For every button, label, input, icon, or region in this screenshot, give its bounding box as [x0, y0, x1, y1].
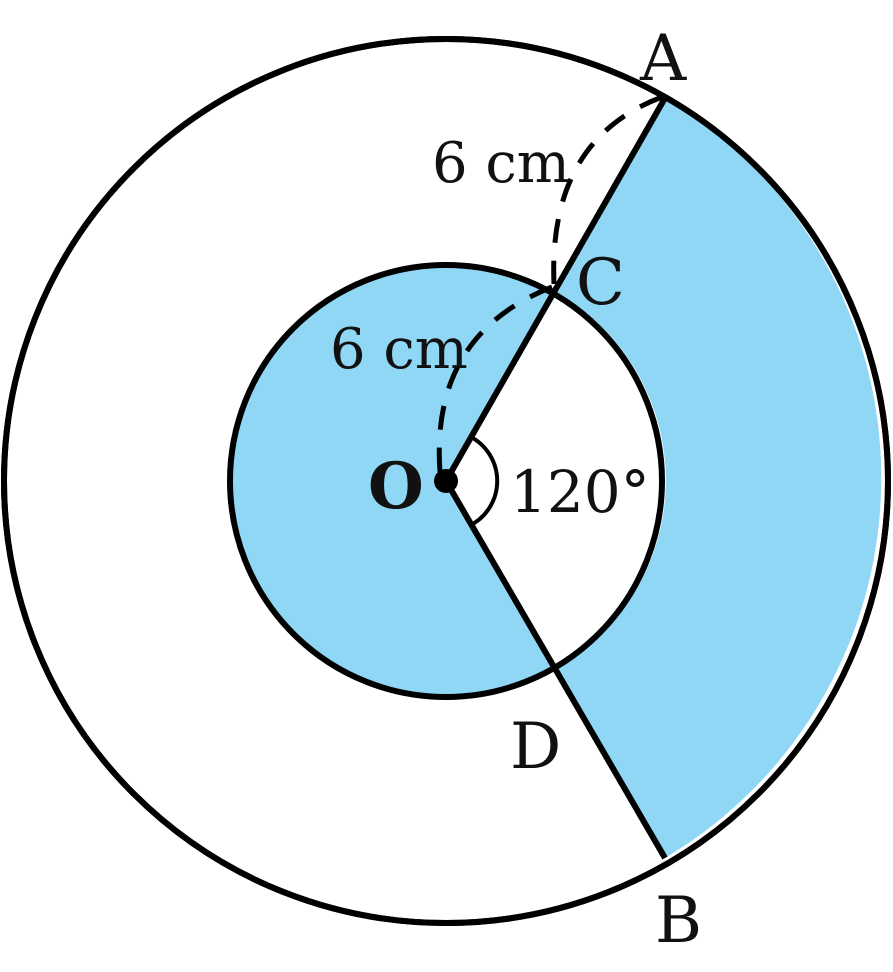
- point-label-d: D: [510, 710, 561, 784]
- point-label-b: B: [655, 884, 702, 958]
- radius-line-ob: [443, 479, 668, 860]
- radius-line-oa: [443, 96, 668, 483]
- shaded-outer-segment: [557, 98, 882, 858]
- measurement-outer-label: 6 cm: [432, 131, 570, 196]
- point-label-o: O: [368, 449, 424, 524]
- point-label-a: A: [639, 22, 687, 96]
- angle-label: 120°: [510, 458, 650, 526]
- inner-circle: [227, 262, 665, 700]
- inner-unshaded-sector: [446, 293, 666, 668]
- angle-arc: [468, 434, 500, 528]
- measurement-inner-label: 6 cm: [330, 317, 468, 382]
- outer-circle-outline: [1, 36, 891, 926]
- point-label-c: C: [576, 246, 625, 320]
- center-point: [434, 469, 458, 493]
